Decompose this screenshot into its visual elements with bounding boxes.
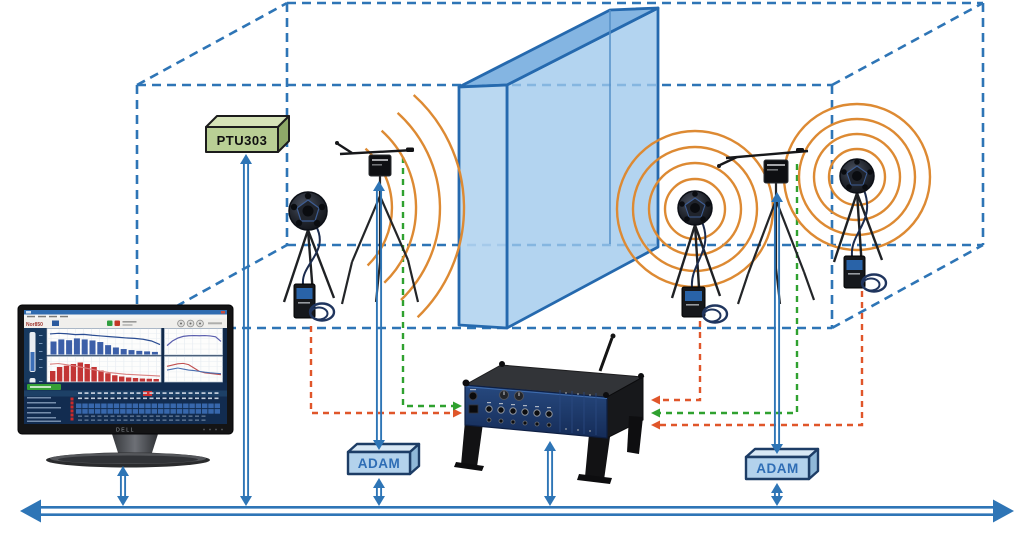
- analyzer-bnc-row2: [486, 417, 552, 428]
- link-adam-right-bus: [771, 483, 783, 506]
- multichannel-analyzer: [454, 333, 645, 484]
- bus-arrowhead-left: [20, 499, 41, 523]
- analyzer-antenna: [598, 337, 614, 372]
- start-icon: [107, 320, 113, 326]
- rotating-microphone-left: [335, 141, 420, 305]
- link-ptu303-bus: [240, 154, 252, 506]
- level-meter-icons: [177, 319, 204, 328]
- results-table: [24, 382, 227, 424]
- weather-transmitter-ptu303: PTU303: [205, 115, 290, 153]
- screen-charts: [47, 328, 223, 382]
- analyzer-leg-rear: [627, 416, 643, 454]
- speaker-source-room-far: [832, 158, 888, 293]
- mic-capsule-left: [406, 147, 414, 152]
- link-analyzer-bus: [544, 441, 556, 506]
- microphone-links-green: [401, 157, 799, 415]
- mic-boom-unit-right: [763, 159, 789, 184]
- network-bus: [20, 499, 1014, 523]
- wall-face-left: [457, 83, 509, 330]
- bus-arrowhead-right: [993, 499, 1014, 523]
- level-slider-1: [29, 332, 43, 372]
- mic-capsule-right: [796, 148, 804, 153]
- wireless-amp-middle: [681, 286, 729, 324]
- analyzer-leg-front-left: [461, 421, 483, 467]
- orange-link-left-speaker: [309, 326, 454, 415]
- orange-link-mid-speaker: [659, 321, 702, 402]
- io-module-left: ADAM: [346, 442, 421, 476]
- adam-right-label: ADAM: [756, 461, 799, 476]
- stop-icon: [114, 320, 120, 326]
- software-logo: Nor850: [26, 322, 43, 328]
- io-module-right: ADAM: [744, 447, 820, 481]
- adam-right-front: [744, 455, 811, 481]
- results-table-rows: [27, 392, 220, 422]
- control-pc-monitor: DELL Nor850: [17, 304, 234, 468]
- wireless-amp-left: [293, 283, 336, 322]
- link-monitor-bus: [117, 466, 129, 506]
- mic-boom: [725, 149, 809, 160]
- orange-link-right-speaker: [659, 291, 864, 427]
- link-adam-left-bus: [373, 478, 385, 506]
- speaker-links-orange: [309, 291, 864, 427]
- analyzer-bnc-row: [485, 405, 553, 418]
- ptu303-label: PTU303: [217, 133, 268, 148]
- monitor-brand-label: DELL: [116, 428, 135, 434]
- speaker-receiving-room: [282, 191, 336, 322]
- speaker-source-room-near: [670, 190, 729, 324]
- link-mic-right-adam: [771, 192, 783, 454]
- adam-left-label: ADAM: [358, 456, 401, 471]
- green-link-right-mic: [659, 164, 799, 415]
- mic-boom: [339, 148, 415, 156]
- speaker-link-arrowheads: [453, 395, 660, 430]
- table-highlight-cell: [143, 391, 152, 396]
- partition-wall: [457, 6, 660, 330]
- analyzer-leg-front-right: [585, 434, 610, 480]
- adam-left-front: [346, 450, 412, 476]
- microphone-link-arrowheads: [453, 401, 660, 418]
- ptu303-front: [205, 126, 279, 153]
- link-mic-left-adam: [373, 181, 385, 450]
- ptu303-top: [205, 115, 290, 128]
- speaker-cable: [301, 225, 321, 285]
- wireless-amp-right: [843, 255, 888, 293]
- monitor-buttons: [203, 428, 223, 431]
- measurement-software: Nor850: [24, 310, 227, 424]
- green-link-left-mic: [401, 157, 454, 408]
